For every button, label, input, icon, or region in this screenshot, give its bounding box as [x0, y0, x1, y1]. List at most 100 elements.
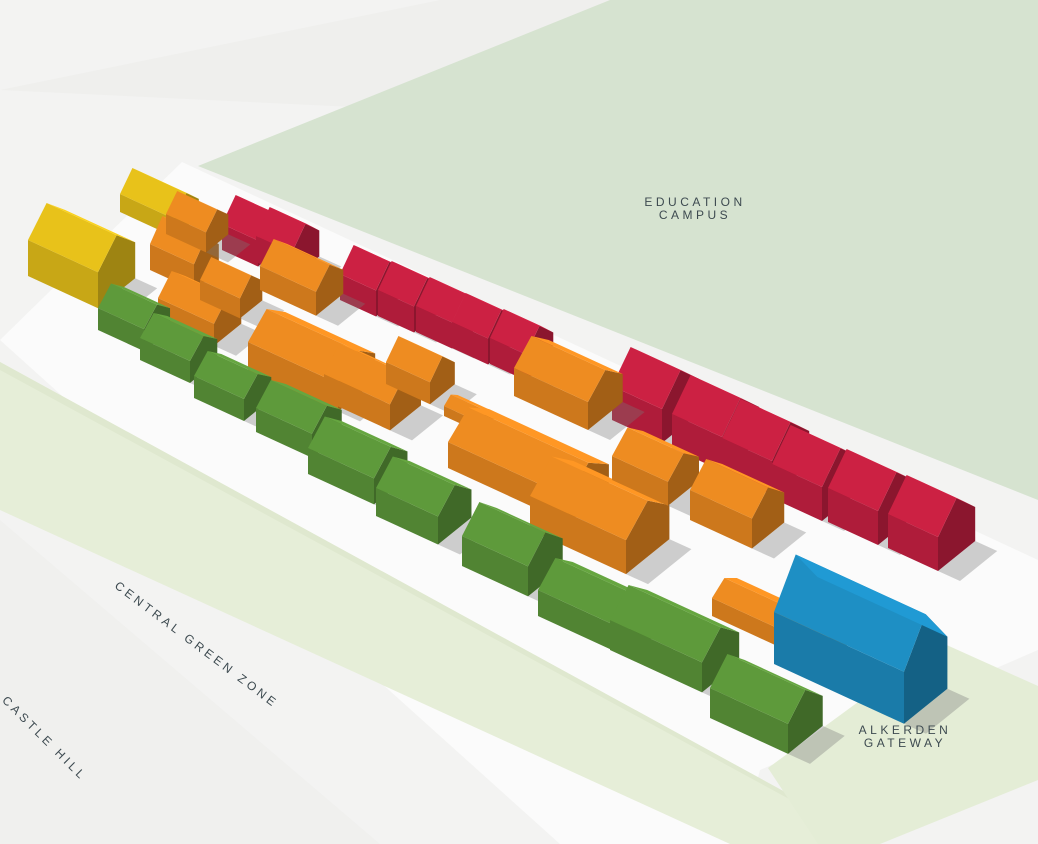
alkerden-gateway-label: ALKERDEN GATEWAY: [840, 724, 970, 750]
blue-building-gateway-roof-front: [774, 554, 926, 672]
red-house-right-1-roof-back: [630, 347, 700, 379]
red-house-right-4-roof-back: [790, 425, 860, 457]
orange-house-8-gable-wall: [430, 356, 455, 405]
green-house-5-front-wall: [308, 448, 374, 505]
red-house-right-5-front-wall: [828, 488, 878, 545]
orange-house-7-shadow: [390, 405, 443, 441]
yellow-house-large-roof-front: [28, 203, 117, 273]
orange-house-7-roof-front: [324, 343, 406, 405]
green-house-9-roof-front: [610, 585, 721, 663]
education-campus-label-line1: EDUCATION: [644, 195, 746, 209]
blue-building-gateway-roof-back: [795, 554, 948, 637]
orange-house-12: [530, 456, 692, 585]
orange-house-14-front-wall: [690, 490, 752, 549]
green-house-9: [610, 585, 762, 703]
orange-house-5-roof-front: [260, 239, 330, 292]
orange-house-8-front-wall: [386, 362, 430, 405]
orange-house-3-roof-front: [158, 271, 228, 324]
red-house-top-4-front-wall: [378, 290, 414, 333]
green-house-7-roof-back: [479, 502, 563, 539]
orange-house-2: [166, 191, 251, 263]
green-house-10-roof-front: [710, 654, 806, 724]
orange-house-2-roof-back: [177, 191, 229, 215]
green-house-2-front-wall: [140, 338, 190, 383]
orange-house-14: [690, 459, 807, 559]
green-zone-edge: [0, 362, 880, 844]
orange-house-4-gable-wall: [240, 275, 263, 319]
orange-house-2-front-wall: [166, 214, 206, 253]
yellow-house-large-roof-back: [46, 203, 136, 243]
red-house-right-4-front-wall: [772, 464, 822, 521]
education-campus-area: [198, 0, 1038, 500]
orange-house-4-shadow: [240, 300, 285, 329]
orange-house-8-roof-back: [398, 336, 455, 363]
orange-house-10: [514, 336, 645, 441]
green-house-4-front-wall: [256, 408, 312, 458]
red-house-top-5-front-wall: [416, 306, 452, 349]
blue-building-gateway-front-wall: [774, 612, 904, 724]
red-house-right-5-roof-back: [846, 449, 916, 481]
orange-house-6-roof-back: [266, 309, 376, 354]
green-house-5-roof-back: [324, 416, 408, 452]
green-house-1-front-wall: [98, 308, 144, 352]
education-campus-label-line2: CAMPUS: [658, 208, 732, 222]
orange-house-12-roof-front: [530, 456, 648, 541]
yellow-house-large-front-wall: [28, 240, 98, 309]
red-house-top-7-roof-back: [503, 309, 554, 333]
green-house-8-front-wall: [538, 590, 628, 658]
red-house-right-6: [888, 475, 998, 581]
orange-house-13-roof-front: [612, 427, 684, 482]
orange-house-8-roof-front: [386, 336, 443, 383]
orange-house-12-gable-wall: [626, 500, 670, 575]
orange-house-5-roof-back: [273, 239, 344, 270]
orange-house-11-roof-back: [468, 407, 609, 465]
orange-house-9-roof-back: [450, 394, 494, 412]
green-house-10-gable-wall: [788, 689, 823, 754]
orange-house-10-roof-front: [514, 336, 606, 403]
green-house-10-roof-back: [727, 654, 823, 696]
orange-house-7-front-wall: [324, 374, 390, 431]
yellow-house-small-roof-front: [120, 168, 187, 219]
red-house-top-1-front-wall: [222, 224, 258, 267]
blue-building-gateway-shadow: [904, 688, 970, 734]
blue-building-gateway: [774, 554, 970, 734]
red-house-right-6-roof-back: [906, 475, 976, 507]
yellow-house-small-roof-back: [132, 168, 199, 199]
orange-house-10-shadow: [588, 402, 645, 441]
blue-building-gateway-gable-wall: [904, 614, 948, 724]
alkerden-gateway-label-line2: GATEWAY: [863, 736, 947, 750]
buildings-layer: [28, 168, 998, 764]
orange-house-14-roof-back: [706, 459, 785, 493]
green-house-7-roof-front: [462, 502, 546, 567]
green-house-2-roof-front: [140, 313, 204, 361]
green-house-10-shadow: [788, 725, 845, 764]
green-house-6-roof-back: [392, 456, 472, 490]
orange-house-13-roof-back: [627, 427, 699, 457]
orange-house-14-gable-wall: [752, 487, 785, 549]
alkerden-gateway-area: [768, 642, 1038, 844]
green-house-4-roof-front: [256, 380, 327, 434]
green-house-6-front-wall: [376, 488, 438, 545]
education-campus-label: EDUCATION CAMPUS: [600, 196, 790, 222]
orange-house-2-gable-wall: [206, 209, 229, 253]
green-house-7: [462, 502, 585, 607]
orange-house-4-front-wall: [200, 280, 240, 319]
green-house-9-front-wall: [610, 620, 702, 693]
green-house-3-roof-front: [194, 351, 258, 399]
red-house-right-3-roof-back: [740, 399, 810, 431]
orange-house-4-roof-back: [211, 257, 263, 281]
green-house-2-roof-back: [153, 313, 218, 339]
green-house-5-roof-front: [308, 416, 391, 479]
red-house-right-2-front-wall: [672, 414, 722, 471]
alkerden-gateway-label-line1: ALKERDEN: [858, 723, 952, 737]
green-house-10: [710, 654, 845, 764]
green-house-9-roof-back: [628, 585, 740, 633]
green-house-7-gable-wall: [528, 532, 563, 597]
red-house-top-2-roof-back: [269, 207, 320, 231]
orange-house-6-front-wall: [248, 342, 338, 412]
red-house-right-2-roof-back: [690, 375, 760, 407]
green-house-3-roof-back: [207, 351, 272, 377]
orange-house-10-front-wall: [514, 368, 588, 431]
